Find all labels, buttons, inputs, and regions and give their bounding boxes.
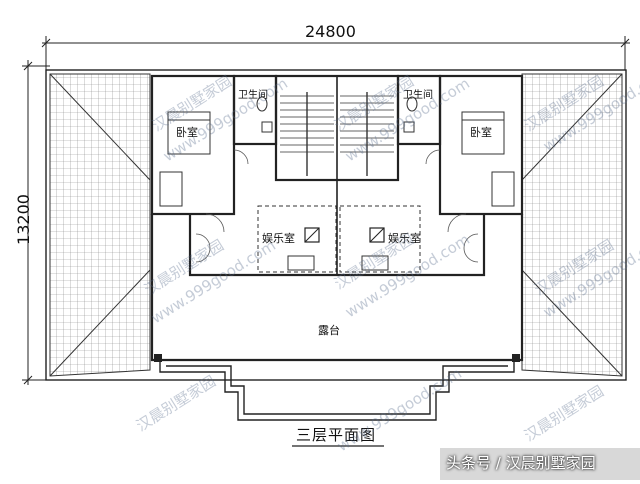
entertainment-right-label: 娱乐室 (388, 232, 421, 245)
right-roof-slope (521, 73, 623, 377)
door-swings (195, 149, 479, 263)
entertainment-area-right (339, 205, 421, 273)
terrace-label: 露台 (318, 324, 340, 337)
sink-left (261, 121, 273, 133)
toilet-right (406, 96, 418, 112)
staircase-right (340, 92, 394, 176)
roof-outline (45, 69, 627, 381)
lounge-chair-right (491, 171, 515, 207)
front-balcony (159, 360, 515, 421)
sofa-left (287, 255, 315, 271)
pool-table-left (304, 227, 320, 243)
column-right (512, 354, 520, 362)
entertainment-left-label: 娱乐室 (262, 232, 295, 245)
entertainment-area-left (257, 205, 337, 273)
width-dimension-label: 24800 (305, 22, 356, 41)
lounge-chair-left (159, 171, 183, 207)
plan-title: 三层平面图 (296, 426, 377, 444)
column-left (154, 354, 162, 362)
sofa-right (361, 255, 389, 271)
bedroom-right-label: 卧室 (470, 126, 492, 139)
sink-right (403, 121, 415, 133)
bedroom-left-label: 卧室 (176, 126, 198, 139)
depth-dimension-label: 13200 (13, 194, 33, 245)
footer-credit: 头条号 / 汉晨别墅家园 (446, 454, 596, 472)
bathroom-right-label: 卫生间 (403, 90, 433, 101)
pool-table-right (369, 227, 385, 243)
bathroom-left-label: 卫生间 (238, 90, 268, 101)
top-dimension-line (41, 36, 630, 70)
bed-left (167, 111, 211, 155)
staircase-left (280, 92, 334, 176)
bed-right (461, 111, 505, 155)
footer-band (440, 448, 640, 480)
left-roof-slope (49, 73, 151, 377)
toilet-left (256, 96, 268, 112)
